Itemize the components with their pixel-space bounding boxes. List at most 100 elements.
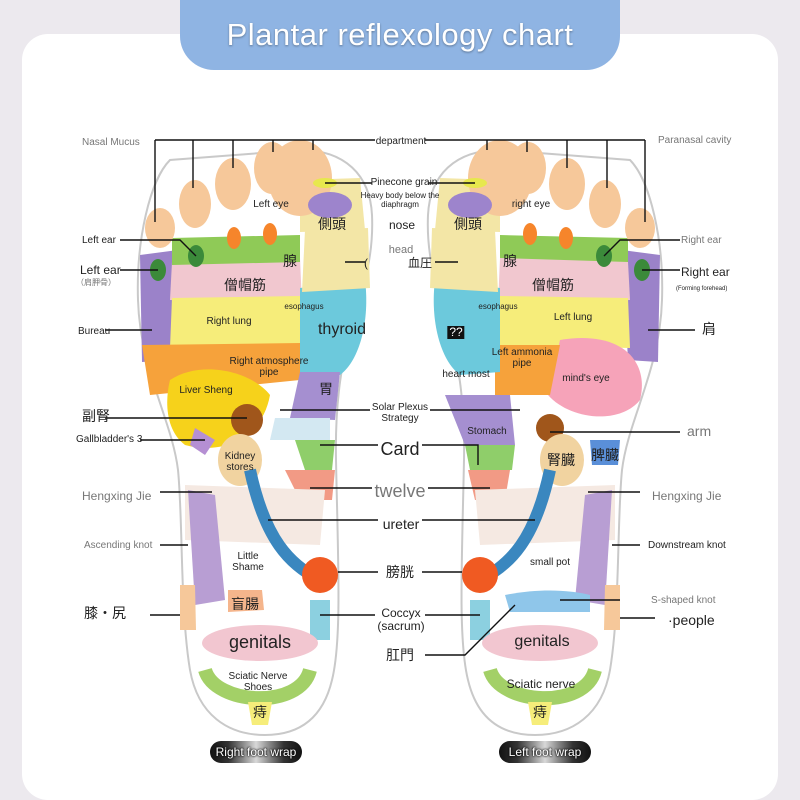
- label-coccyx: Coccyx (sacrum): [377, 606, 425, 634]
- label-right-knee-hip: 膝・尻: [84, 605, 126, 621]
- right-stomach-zone: [290, 372, 340, 420]
- label-left-heart: heart most: [442, 369, 490, 380]
- leader-lines: [105, 139, 695, 656]
- label-solar-plexus: Solar Plexus Strategy: [371, 402, 429, 424]
- label-pinecone: Pinecone grain: [370, 177, 438, 188]
- label-right-little-shame: Little Shame: [232, 551, 264, 573]
- label-cjk-pile-l: 痔: [533, 704, 547, 720]
- label-head: head: [388, 244, 414, 256]
- label-left-right-ear-top: Right ear: [681, 235, 722, 246]
- label-cjk-spleen: 脾臓: [591, 447, 619, 463]
- label-left-ammonia: Left ammonia pipe: [491, 347, 553, 369]
- left-ear-dot: [596, 245, 612, 267]
- label-twelve: twelve: [374, 481, 426, 501]
- left-hengxing-zone: [475, 485, 615, 545]
- left-pressure-zone: [430, 228, 498, 292]
- left-heart-zone: [548, 338, 642, 417]
- label-cjk-trap-r: 僧帽筋: [224, 277, 266, 293]
- left-spleen-zone: [590, 440, 620, 465]
- label-right-sciatic: Sciatic Nerve Shoes: [228, 671, 288, 693]
- label-cjk-pile-r: 痔: [253, 704, 267, 720]
- label-department: department: [375, 136, 427, 147]
- right-eye-dot-1: [227, 227, 241, 249]
- label-left-people: ·people: [668, 612, 715, 628]
- label-right-left-ear: Left ear: [80, 263, 121, 277]
- right-foot: [136, 140, 374, 737]
- label-cjk-kidney: 腎臓: [547, 452, 575, 468]
- label-right-nasal: Nasal Mucus: [82, 137, 140, 148]
- left-toe-4: [589, 180, 621, 228]
- left-coccyx-zone: [470, 600, 490, 640]
- label-cjk-gland-r: 腺: [283, 253, 297, 269]
- right-lung-zone: [170, 296, 302, 348]
- right-solar-zone: [270, 418, 330, 440]
- right-small-intestine-zone: [228, 590, 264, 612]
- label-left-paranasal: Paranasal cavity: [658, 135, 732, 146]
- right-coccyx-zone: [310, 600, 330, 640]
- label-right-genitals: genitals: [228, 632, 292, 652]
- left-stomach-zone: [445, 395, 515, 445]
- label-left-lung: Left lung: [553, 312, 593, 323]
- label-unknown-glyph: ??: [447, 325, 465, 340]
- label-right-cjk-kidney: 副腎: [82, 408, 110, 424]
- left-pile-zone: [528, 702, 552, 725]
- label-right-atmosphere: Right atmosphere pipe: [229, 356, 309, 378]
- left-temple-zone: [448, 192, 492, 218]
- right-ear-dot: [188, 245, 204, 267]
- left-bladder-zone: [462, 557, 498, 593]
- label-left-right-eye: right eye: [511, 199, 551, 210]
- label-left-forehead: (Forming forehead): [676, 286, 728, 292]
- chart-card: [22, 34, 778, 800]
- left-sciatic-zone: [483, 667, 602, 706]
- right-foot-wrap-pill: Right foot wrap: [210, 741, 302, 763]
- left-toe-2: [510, 142, 546, 194]
- left-foot: [426, 140, 664, 737]
- right-knee-zone: [180, 585, 196, 630]
- right-eye-dot-2: [263, 223, 277, 245]
- label-nose: nose: [388, 218, 416, 232]
- label-heavy-body: Heavy body below the diaphragm: [360, 191, 440, 209]
- label-cjk-intestine: 盲腸: [231, 596, 259, 612]
- label-right-bureau: Bureau: [78, 326, 111, 337]
- label-left-small-pot: small pot: [529, 557, 571, 568]
- label-cjk-anus: 肛門: [386, 647, 414, 663]
- left-eye-dot-1: [523, 223, 537, 245]
- label-left-s-knot: S-shaped knot: [651, 595, 716, 606]
- right-toe-4: [179, 180, 211, 228]
- left-card-zone: [465, 445, 515, 470]
- label-cjk-temple-l: 側頭: [454, 216, 482, 232]
- left-genitals-zone: [482, 625, 598, 661]
- label-left-hengxing: Hengxing Jie: [652, 489, 722, 503]
- right-card-zone: [295, 440, 335, 470]
- label-right-left-ear-top: Left ear: [82, 235, 116, 246]
- page-title: Plantar reflexology chart: [180, 0, 620, 70]
- right-pressure-zone: [302, 228, 370, 292]
- label-left-right-ear: Right ear: [681, 265, 730, 279]
- left-thyroid-zone: [433, 280, 500, 375]
- label-ureter: ureter: [382, 516, 420, 532]
- left-trap-zone: [498, 258, 630, 305]
- left-eye-dot-2: [559, 227, 573, 249]
- label-right-gallbladder: Gallbladder's 3: [76, 434, 143, 445]
- left-people-zone: [604, 585, 620, 630]
- left-downstream-zone: [575, 490, 612, 605]
- right-pile-zone: [248, 702, 272, 725]
- label-right-hengxing: Hengxing Jie: [82, 489, 152, 503]
- label-cjk-paren: (: [364, 256, 368, 270]
- right-toe-2: [254, 142, 290, 194]
- label-card: Card: [380, 439, 420, 459]
- left-toe-5: [625, 208, 655, 248]
- right-ascending-zone: [188, 490, 225, 605]
- left-ammonia-zone: [495, 345, 560, 395]
- label-cjk-stomach: 胃: [319, 381, 333, 397]
- label-right-esophagus: esophagus: [284, 302, 324, 311]
- label-left-stomach: Stomach: [467, 426, 507, 437]
- label-thyroid: thyroid: [317, 321, 367, 338]
- right-genitals-zone: [202, 625, 318, 661]
- label-cjk-gland-l: 腺: [503, 253, 517, 269]
- left-s-knot-zone: [505, 590, 590, 612]
- right-sciatic-zone: [198, 667, 317, 706]
- label-right-kidney: Kidney stores: [224, 451, 256, 473]
- label-left-shoulder: 肩: [702, 321, 716, 337]
